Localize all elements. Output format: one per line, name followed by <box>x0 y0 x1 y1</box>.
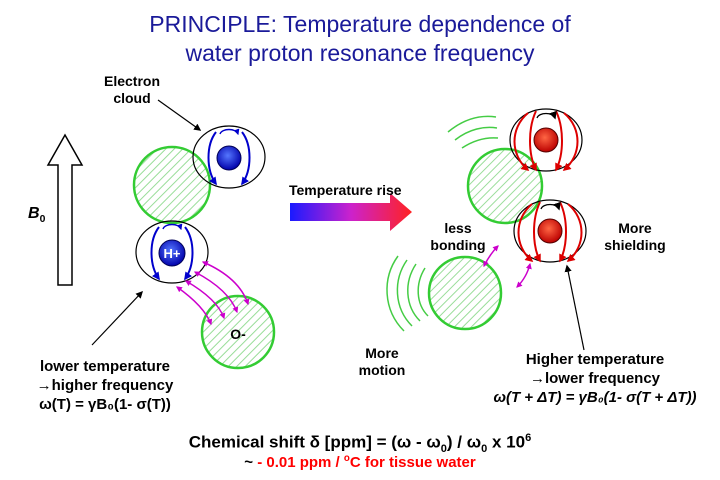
less-bonding-label-line-2: bonding <box>430 237 486 253</box>
more-motion-label-line-2: motion <box>358 362 406 378</box>
more-motion-label-line-1: More <box>365 345 399 361</box>
title-line-1: PRINCIPLE: Temperature dependence of <box>149 11 571 37</box>
title-line-2: water proton resonance frequency <box>185 40 535 66</box>
electron-cloud-label: Electron cloud <box>92 73 172 107</box>
left-caption-line-1: lower temperature <box>39 358 171 375</box>
motion-lines-lower <box>386 255 429 332</box>
electron-cloud-label-line-1: Electron <box>103 73 160 89</box>
b0-label-symbol: B <box>28 205 40 222</box>
oxygen-atom-left-upper <box>132 145 212 225</box>
coefficient-value: - 0.01 ppm / <box>257 454 344 471</box>
b0-label-subscript: 0 <box>39 214 46 226</box>
pointer-arrow-right-caption <box>564 264 585 351</box>
temperature-coefficient: ~ - 0.01 ppm / oC for tissue water <box>0 453 720 471</box>
more-shielding-label-line-1: More <box>618 220 652 236</box>
electron-cloud-label-line-2: cloud <box>113 90 151 106</box>
oxygen-atom-right-upper <box>466 147 544 225</box>
shift-formula-part-c: x 10 <box>487 432 526 452</box>
more-shielding-label-line-2: shielding <box>604 237 666 253</box>
left-caption: lower temperature →higher frequency ω(T)… <box>5 357 205 414</box>
less-bonding-label: less bonding <box>418 220 498 254</box>
ominus-label: O- <box>230 326 246 342</box>
hydrogen-right-lower <box>513 199 587 263</box>
shift-formula-sup: 6 <box>525 432 532 444</box>
shift-formula-part-a: Chemical shift δ [ppm] = (ω - ω <box>188 432 441 452</box>
hydrogen-bond-arrows-left <box>176 261 250 326</box>
hydrogen-left-upper <box>192 125 266 189</box>
motion-lines-upper <box>447 115 499 149</box>
chemical-shift-formula: Chemical shift δ [ppm] = (ω - ω0) / ω0 x… <box>0 432 720 455</box>
coefficient-unit: C for tissue water <box>349 454 476 471</box>
hplus-label: H+ <box>163 246 181 261</box>
hydrogen-left-lower <box>135 220 209 284</box>
hydrogen-bond-arrows-right <box>483 245 532 288</box>
less-bonding-label-line-1: less <box>444 220 472 236</box>
b0-field-arrow <box>46 133 84 286</box>
shift-formula-part-b: ) / ω <box>446 432 482 452</box>
right-caption-line-2: →lower frequency <box>529 370 661 387</box>
shift-formula-sub-1: 0 <box>440 443 447 456</box>
pointer-arrow-left-caption <box>91 290 143 346</box>
coefficient-prefix: ~ <box>244 454 258 471</box>
right-caption-formula: ω(T + ΔT) = γB₀(1- σ(T + ΔT)) <box>493 389 697 406</box>
right-caption-line-1: Higher temperature <box>525 351 665 368</box>
temperature-rise-arrow <box>290 193 412 231</box>
left-caption-formula: ω(T) = γB₀(1- σ(T)) <box>39 396 171 413</box>
pointer-arrow-electron-cloud <box>157 99 202 131</box>
right-caption: Higher temperature →lower frequency ω(T … <box>475 350 715 407</box>
more-shielding-label: More shielding <box>592 220 678 254</box>
hydrogen-right-upper <box>509 108 583 172</box>
more-motion-label: More motion <box>347 345 417 379</box>
coefficient-degree: o <box>343 453 350 464</box>
b0-label: B0 <box>28 205 45 228</box>
temperature-rise-label: Temperature rise <box>289 182 402 198</box>
shift-formula-sub-2: 0 <box>481 443 488 456</box>
oxygen-atom-right-lower <box>427 255 503 331</box>
left-caption-line-2: →higher frequency <box>36 377 174 394</box>
